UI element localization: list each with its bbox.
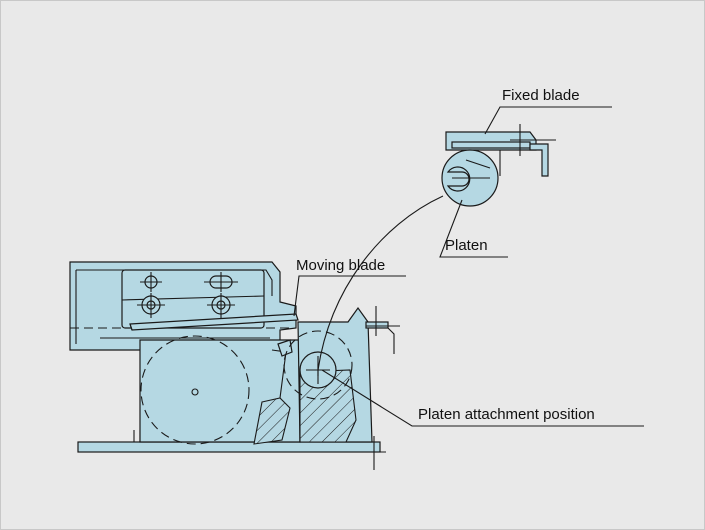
label-fixed-blade: Fixed blade [484,87,612,135]
label-platen-attachment-position: Platen attachment position [321,369,644,427]
screw-hole [137,272,165,318]
roller [140,335,250,445]
svg-text:Platen: Platen [445,237,488,254]
moving-blade [129,313,299,331]
fixed-blade [445,124,556,177]
svg-text:Moving blade: Moving blade [296,257,385,274]
printer-body [69,261,301,445]
platen-path-arc [317,195,444,371]
platen [441,149,499,207]
label-moving-blade: Moving blade [293,257,406,317]
svg-text:Platen attachment position: Platen attachment position [418,406,595,423]
svg-text:Fixed blade: Fixed blade [502,87,580,104]
label-platen: Platen [439,199,508,258]
platen-attachment-bracket [283,306,400,470]
screw-hole [204,272,238,318]
